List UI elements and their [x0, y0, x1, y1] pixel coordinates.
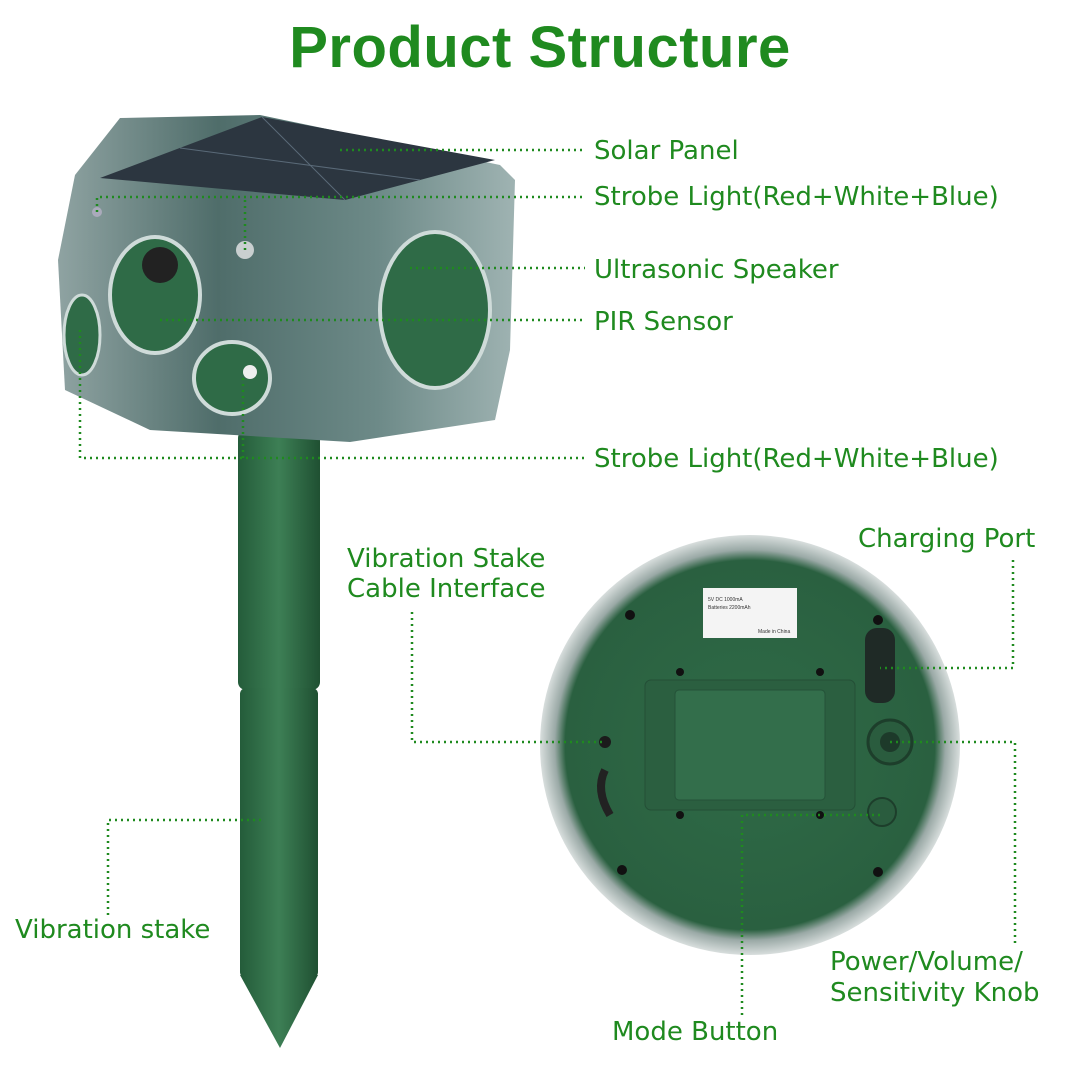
device-head: [58, 115, 515, 442]
leader-lines: [78, 148, 1017, 1015]
label-charging-port: Charging Port: [858, 524, 1036, 554]
label-mode-button: Mode Button: [612, 1017, 779, 1047]
solar-panel-shape: [100, 117, 495, 200]
label-battery: Batteries 2200mAh: [708, 605, 751, 611]
label-pir-sensor: PIR Sensor: [594, 307, 733, 337]
label-knob-1: Power/Volume/: [830, 947, 1023, 977]
page-title: Product Structure: [289, 15, 791, 80]
device-base: 5V DC 1000mA Batteries 2200mAh Made in C…: [540, 535, 960, 955]
vibration-stake-shape: [238, 430, 320, 1048]
label-origin: Made in China: [758, 629, 790, 635]
label-cable-interface-1: Vibration Stake: [347, 544, 546, 574]
label-knob-2: Sensitivity Knob: [830, 978, 1040, 1008]
label-strobe-light-bottom: Strobe Light(Red+White+Blue): [594, 444, 999, 474]
label-spec: 5V DC 1000mA: [708, 597, 743, 603]
label-vibration-stake: Vibration stake: [15, 915, 211, 945]
label-strobe-light-top: Strobe Light(Red+White+Blue): [594, 182, 999, 212]
label-ultrasonic-speaker: Ultrasonic Speaker: [594, 255, 839, 285]
label-solar-panel: Solar Panel: [594, 136, 739, 166]
label-cable-interface-2: Cable Interface: [347, 574, 546, 604]
rating-label: [703, 588, 797, 638]
